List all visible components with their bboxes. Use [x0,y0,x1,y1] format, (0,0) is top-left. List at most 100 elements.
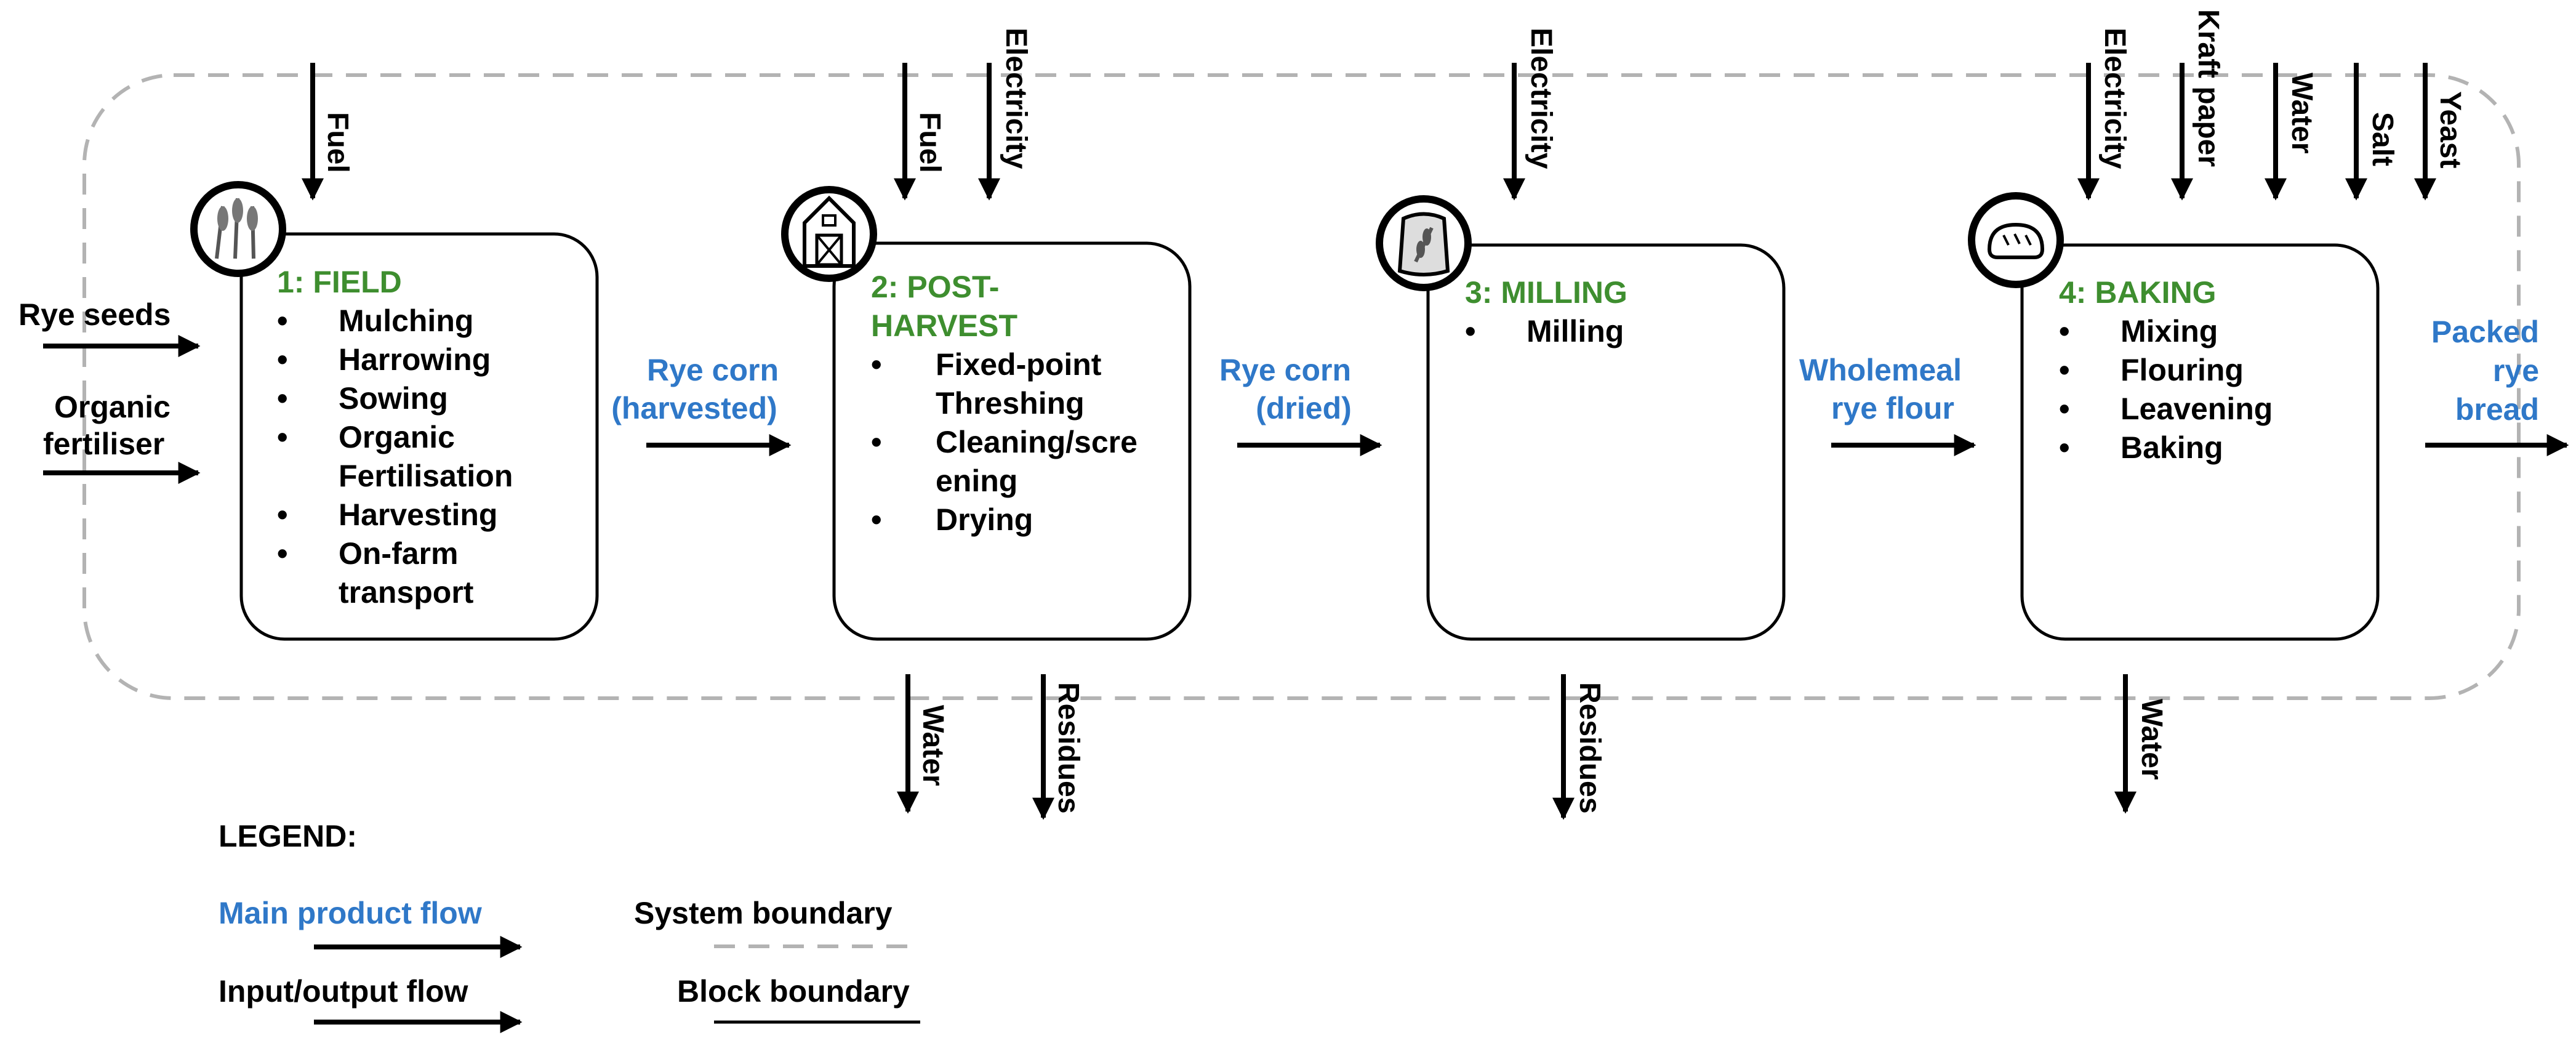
step-item: Cleaning/scre [936,425,1138,459]
product-flow-label-line1: Wholemeal [1799,353,1962,387]
block-baking-boundary [2020,243,2380,641]
output-flow-water-post-harvest: Water [897,674,949,814]
bullet: • [2059,353,2070,387]
bullet: • [1465,314,1476,348]
external-input-organic-fertiliser: Organic fertiliser [43,390,201,484]
block-milling: 3: MILLING • Milling [1376,195,1786,641]
product-flow-label-line3: bread [2455,392,2539,427]
wheat-icon [190,181,286,277]
product-flow-wholemeal-rye-flour: Wholemeal rye flour [1799,353,1976,456]
step-item: Harvesting [339,497,497,532]
block-field-title: 1: FIELD [277,265,402,299]
block-field: 1: FIELD • Mulching • Harrowing • Sowing… [190,181,599,641]
output-label: Water [2135,699,2168,780]
step-item: transport [339,575,474,610]
legend-block-boundary-label: Block boundary [677,974,910,1009]
step-item: Flouring [2121,353,2244,387]
output-flow-water-baking: Water [2114,674,2168,814]
block-milling-title: 3: MILLING [1465,275,1627,310]
product-flow-label-line2: rye [2493,353,2539,388]
product-flow-label-line1: Packed [2431,315,2539,349]
input-flow-kraft-paper-baking: Kraft paper [2171,9,2225,201]
input-label: Electricity [1525,28,1557,169]
block-post-harvest-title-line2: HARVEST [871,308,1017,343]
product-flow-rye-corn-harvested: Rye corn (harvested) [611,353,792,456]
legend-system-boundary-label: System boundary [634,896,893,930]
product-flow-label-line2: (harvested) [611,391,777,425]
step-item: Mixing [2121,314,2218,348]
legend-input-output-flow-label: Input/output flow [219,974,468,1009]
bullet: • [871,425,882,459]
input-label: Electricity [2098,28,2131,169]
rye-seeds-label: Rye seeds [18,297,171,332]
input-flow-fuel-field: Fuel [302,63,354,201]
input-flow-electricity-milling: Electricity [1503,28,1557,201]
input-label: Fuel [913,112,946,173]
product-flow-packed-rye-bread: Packed rye bread [2425,315,2569,456]
step-item: Baking [2121,430,2223,465]
step-item: Mulching [339,304,473,338]
output-flow-residues-milling: Residues [1552,674,1606,820]
organic-fertiliser-label-line1: Organic [54,390,171,424]
input-flow-electricity-post-harvest: Electricity [978,28,1032,201]
bullet: • [2059,392,2070,426]
bullet: • [2059,430,2070,465]
block-milling-boundary [1426,243,1786,641]
step-item: Sowing [339,381,448,416]
block-post-harvest-boundary [832,241,1192,641]
input-flow-fuel-post-harvest: Fuel [894,63,946,201]
output-label: Residues [1573,682,1606,813]
block-baking-title: 4: BAKING [2059,275,2217,310]
bullet: • [277,536,288,571]
input-flow-yeast-baking: Yeast [2414,63,2466,201]
step-item: ening [936,464,1017,498]
legend: LEGEND: Main product flow Input/output f… [219,819,920,1033]
bullet: • [277,342,288,377]
bullet: • [277,381,288,416]
external-input-rye-seeds: Rye seeds [18,297,201,357]
product-flow-rye-corn-dried: Rye corn (dried) [1219,353,1382,456]
input-flow-water-baking: Water [2265,63,2318,201]
step-item: Threshing [936,386,1085,421]
system-boundary [82,73,2521,700]
bullet: • [871,347,882,382]
product-flow-label-line2: rye flour [1831,391,1954,425]
output-label: Water [917,705,949,786]
barn-icon [781,186,877,282]
bullet: • [871,502,882,537]
bullet: • [277,304,288,338]
input-label: Yeast [2434,91,2466,168]
block-field-boundary [239,232,599,641]
block-post-harvest: 2: POST- HARVEST • Fixed-point Threshing… [781,186,1192,641]
bread-icon [1968,192,2064,288]
input-flow-electricity-baking: Electricity [2077,28,2131,201]
legend-heading: LEGEND: [219,819,357,853]
bullet: • [277,497,288,532]
step-item: Organic [339,420,455,454]
legend-main-product-flow-label: Main product flow [219,896,482,930]
product-flow-label-line1: Rye corn [647,353,779,387]
flour-sack-icon [1376,195,1472,291]
step-item: Fixed-point [936,347,1102,382]
bullet: • [2059,314,2070,348]
product-flow-label-line2: (dried) [1256,391,1352,425]
step-item: Milling [1527,314,1624,348]
input-label: Fuel [321,112,354,173]
step-item: Fertilisation [339,459,513,493]
input-label: Salt [2366,112,2399,166]
output-label: Residues [1052,682,1085,813]
step-item: Leavening [2121,392,2273,426]
input-label: Kraft paper [2192,9,2225,167]
output-flow-residues-post-harvest: Residues [1032,674,1085,820]
step-item: Harrowing [339,342,491,377]
input-label: Electricity [1000,28,1032,169]
bullet: • [277,420,288,454]
step-item: On-farm [339,536,458,571]
step-item: Drying [936,502,1033,537]
block-post-harvest-title-line1: 2: POST- [871,270,999,304]
block-baking: 4: BAKING • Mixing • Flouring • Leavenin… [1968,192,2380,641]
input-label: Water [2285,73,2318,154]
organic-fertiliser-label-line2: fertiliser [43,427,164,461]
input-flow-salt-baking: Salt [2345,63,2399,201]
